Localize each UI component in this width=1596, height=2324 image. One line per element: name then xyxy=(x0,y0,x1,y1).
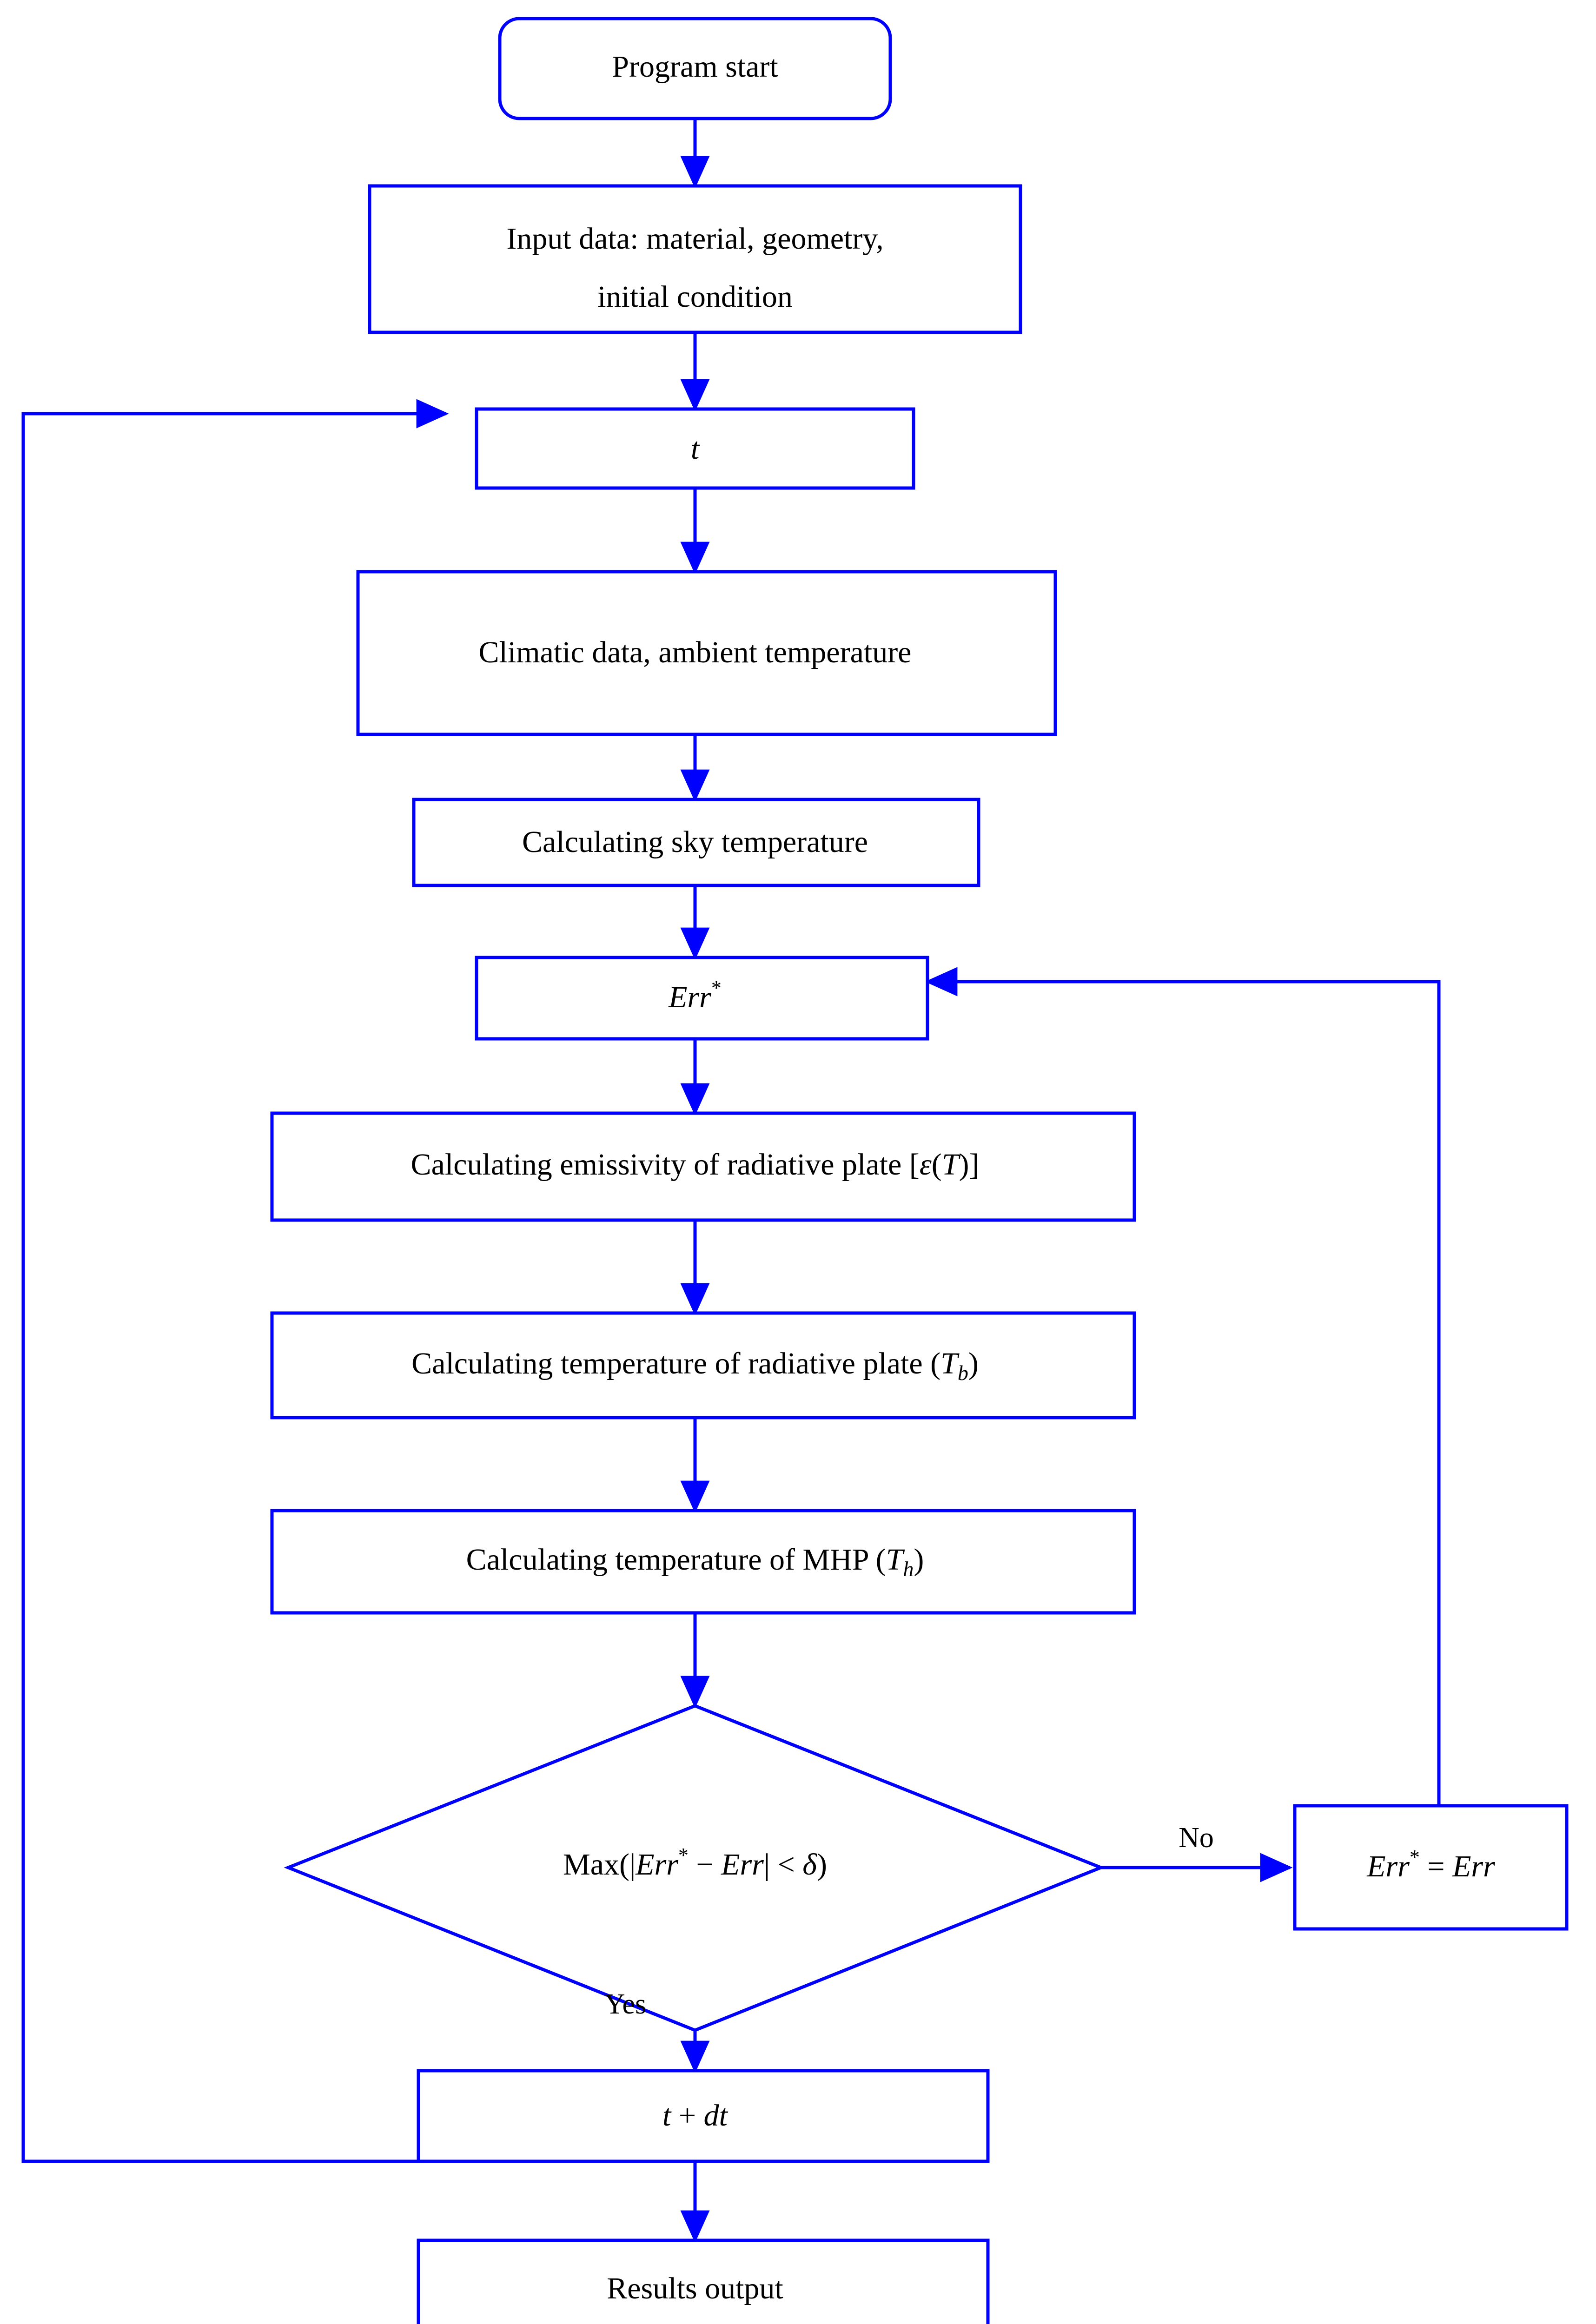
climatic-label: Climatic data, ambient temperature xyxy=(479,635,912,669)
timestep-dt: dt xyxy=(704,2099,728,2133)
tempmhp-sub: h xyxy=(903,1557,914,1581)
emissivity-close: )] xyxy=(959,1148,979,1182)
start-label: Program start xyxy=(612,50,778,84)
decision-delta: δ xyxy=(802,1848,817,1882)
tempmhp-var: T xyxy=(886,1543,905,1577)
emissivity-label: Calculating emissivity of radiative plat… xyxy=(411,1148,980,1182)
node-results-output[interactable]: Results output xyxy=(417,2238,990,2324)
decision-shape xyxy=(284,1704,1106,2032)
tempmhp-close: ) xyxy=(914,1543,924,1577)
tempplate-label: Calculating temperature of radiative pla… xyxy=(411,1347,979,1384)
tempplate-var: T xyxy=(940,1347,960,1380)
tempplate-prefix: Calculating temperature of radiative pla… xyxy=(411,1347,940,1380)
tempmhp-label: Calculating temperature of MHP (Th) xyxy=(466,1543,924,1580)
node-emissivity[interactable]: Calculating emissivity of radiative plat… xyxy=(270,1111,1136,1222)
time-shape xyxy=(475,407,915,490)
tempplate-sub: b xyxy=(958,1361,968,1385)
tempmhp-shape xyxy=(270,1509,1136,1615)
start-shape xyxy=(498,17,892,120)
node-err-assign[interactable]: Err* = Err xyxy=(1293,1804,1569,1931)
input-label-line1: Input data: material, geometry, xyxy=(506,222,883,256)
decision-end: ) xyxy=(817,1848,827,1882)
sky-label: Calculating sky temperature xyxy=(522,825,868,859)
node-temperature-radiative-plate[interactable]: Calculating temperature of radiative pla… xyxy=(270,1311,1136,1419)
connectors xyxy=(21,119,1441,2243)
node-program-start[interactable]: Program start xyxy=(498,17,892,120)
errassign-rhs: Err xyxy=(1452,1849,1495,1883)
errassign-shape xyxy=(1293,1804,1569,1931)
tempplate-close: ) xyxy=(968,1347,979,1380)
decision-minus: − xyxy=(689,1848,721,1882)
emissivity-shape xyxy=(270,1111,1136,1222)
errstar-base: Err xyxy=(668,980,711,1014)
emissivity-prefix: Calculating emissivity of radiative plat… xyxy=(411,1148,920,1182)
errassign-eq: = xyxy=(1420,1849,1452,1883)
node-climatic-data[interactable]: Climatic data, ambient temperature xyxy=(356,570,1057,736)
emissivity-var: T xyxy=(942,1148,961,1182)
node-sky-temperature[interactable]: Calculating sky temperature xyxy=(412,798,980,887)
node-err-star[interactable]: Err* xyxy=(475,956,929,1041)
results-label: Results output xyxy=(607,2271,783,2305)
timestep-label: t + dt xyxy=(662,2099,728,2133)
edge-errassign-loop-to-errstar xyxy=(925,967,1441,1806)
errassign-label: Err* = Err xyxy=(1366,1846,1495,1883)
errassign-lhs: Err xyxy=(1366,1849,1410,1883)
tempmhp-prefix: Calculating temperature of MHP ( xyxy=(466,1543,886,1577)
decision-max: Max(| xyxy=(563,1848,636,1882)
errstar-label: Err* xyxy=(668,977,722,1014)
climatic-shape xyxy=(356,570,1057,736)
tempplate-shape xyxy=(270,1311,1136,1419)
edge-label-no: No xyxy=(1179,1822,1214,1854)
emissivity-open: ( xyxy=(932,1148,942,1182)
edge-timestep-loop-to-time xyxy=(21,399,449,2163)
node-time-step[interactable]: t + dt xyxy=(417,2069,990,2163)
errassign-sup: * xyxy=(1410,1846,1420,1868)
decision-err2: Err xyxy=(721,1848,764,1882)
decision-bar: | < xyxy=(764,1848,802,1882)
results-shape xyxy=(417,2238,990,2324)
input-shape xyxy=(368,184,1022,334)
input-label-line2: initial condition xyxy=(597,280,793,314)
sky-shape xyxy=(412,798,980,887)
errstar-sup: * xyxy=(711,977,722,999)
node-temperature-mhp[interactable]: Calculating temperature of MHP (Th) xyxy=(270,1509,1136,1615)
node-decision-convergence[interactable]: Max(|Err* − Err| < δ) xyxy=(284,1704,1106,2032)
node-time[interactable]: t xyxy=(475,407,915,490)
emissivity-symbol: ε xyxy=(920,1148,932,1182)
decision-label: Max(|Err* − Err| < δ) xyxy=(563,1844,827,1882)
decision-star: * xyxy=(678,1844,689,1867)
timestep-plus: + xyxy=(671,2099,703,2133)
decision-err1: Err xyxy=(635,1848,678,1882)
errstar-shape xyxy=(475,956,929,1041)
edge-label-yes: Yes xyxy=(604,1988,646,2020)
timestep-shape xyxy=(417,2069,990,2163)
time-label: t xyxy=(691,432,700,466)
timestep-t: t xyxy=(662,2099,672,2133)
node-input-data[interactable]: Input data: material, geometry, initial … xyxy=(368,184,1022,334)
